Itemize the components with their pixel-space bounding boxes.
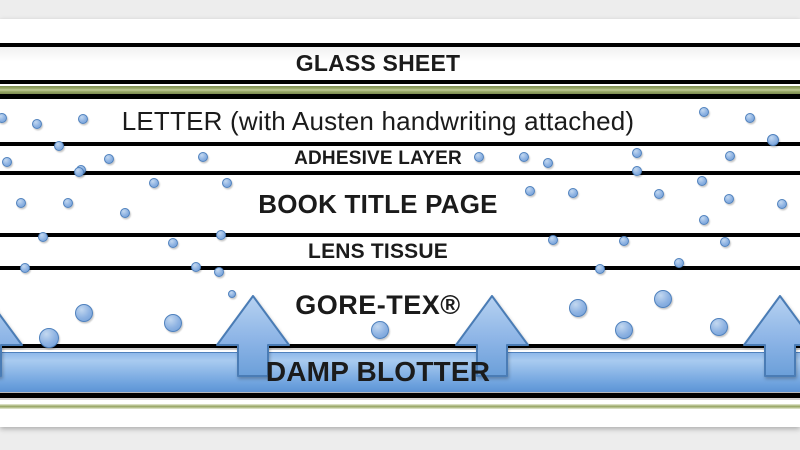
label-letter: LETTER (with Austen handwriting attached… (121, 105, 635, 136)
label-gore-tex: GORE-TEX® (295, 289, 461, 320)
layer-divider (0, 94, 800, 99)
moisture-dot (198, 152, 208, 162)
olive-spacer-line-bottom (0, 404, 800, 409)
moisture-dot (32, 119, 42, 129)
moisture-dot (615, 321, 633, 339)
vapor-up-arrow (455, 295, 529, 377)
moisture-dot (474, 152, 484, 162)
moisture-dot (2, 157, 12, 167)
moisture-dot (619, 236, 629, 246)
moisture-dot (228, 290, 236, 298)
moisture-dot (75, 304, 93, 322)
moisture-dot (632, 166, 642, 176)
moisture-dot (777, 199, 787, 209)
moisture-dot (371, 321, 389, 339)
moisture-dot (519, 152, 529, 162)
label-book-title-page: BOOK TITLE PAGE (258, 189, 498, 219)
moisture-dot (699, 215, 709, 225)
moisture-dot (214, 267, 224, 277)
moisture-dot (149, 178, 159, 188)
layer-divider (0, 233, 800, 237)
moisture-dot (654, 290, 672, 308)
layer-divider (0, 344, 800, 348)
moisture-dot (548, 235, 558, 245)
moisture-dot (191, 262, 201, 272)
moisture-dot (164, 314, 182, 332)
moisture-dot (568, 188, 578, 198)
moisture-dot (104, 154, 114, 164)
moisture-dot (674, 258, 684, 268)
moisture-dot (74, 167, 84, 177)
moisture-dot (63, 198, 73, 208)
moisture-dot (720, 237, 730, 247)
moisture-dot (16, 198, 26, 208)
moisture-dot (710, 318, 728, 336)
moisture-dot (724, 194, 734, 204)
moisture-dot (222, 178, 232, 188)
moisture-dot (697, 176, 707, 186)
vapor-up-arrow (743, 295, 800, 377)
layer-divider (0, 43, 800, 47)
moisture-dot (543, 158, 553, 168)
layer-divider (0, 266, 800, 270)
moisture-dot (767, 134, 779, 146)
moisture-dot (725, 151, 735, 161)
moisture-dot (78, 114, 88, 124)
moisture-dot (38, 232, 48, 242)
moisture-dot (569, 299, 587, 317)
moisture-dot (595, 264, 605, 274)
moisture-dot (39, 328, 59, 348)
label-damp-blotter: DAMP BLOTTER (265, 355, 491, 387)
moisture-dot (699, 107, 709, 117)
moisture-dot (120, 208, 130, 218)
glass-sheet-band (0, 47, 800, 80)
layer-divider (0, 171, 800, 175)
layer-divider (0, 142, 800, 146)
label-glass-sheet: GLASS SHEET (295, 50, 461, 76)
damp-blotter-band (0, 352, 800, 394)
moisture-dot (54, 141, 64, 151)
vapor-up-arrow (0, 313, 23, 377)
moisture-dot (525, 186, 535, 196)
moisture-dot (168, 238, 178, 248)
moisture-dot (0, 113, 7, 123)
layer-divider (0, 393, 800, 398)
layer-divider (0, 80, 800, 84)
moisture-dot (654, 189, 664, 199)
olive-spacer-band (0, 86, 800, 94)
moisture-dot (20, 263, 30, 273)
moisture-dot (745, 113, 755, 123)
vapor-up-arrow (216, 295, 290, 377)
moisture-dot (216, 230, 226, 240)
label-adhesive-layer: ADHESIVE LAYER (294, 148, 462, 169)
label-lens-tissue: LENS TISSUE (308, 240, 448, 263)
moisture-dot (632, 148, 642, 158)
